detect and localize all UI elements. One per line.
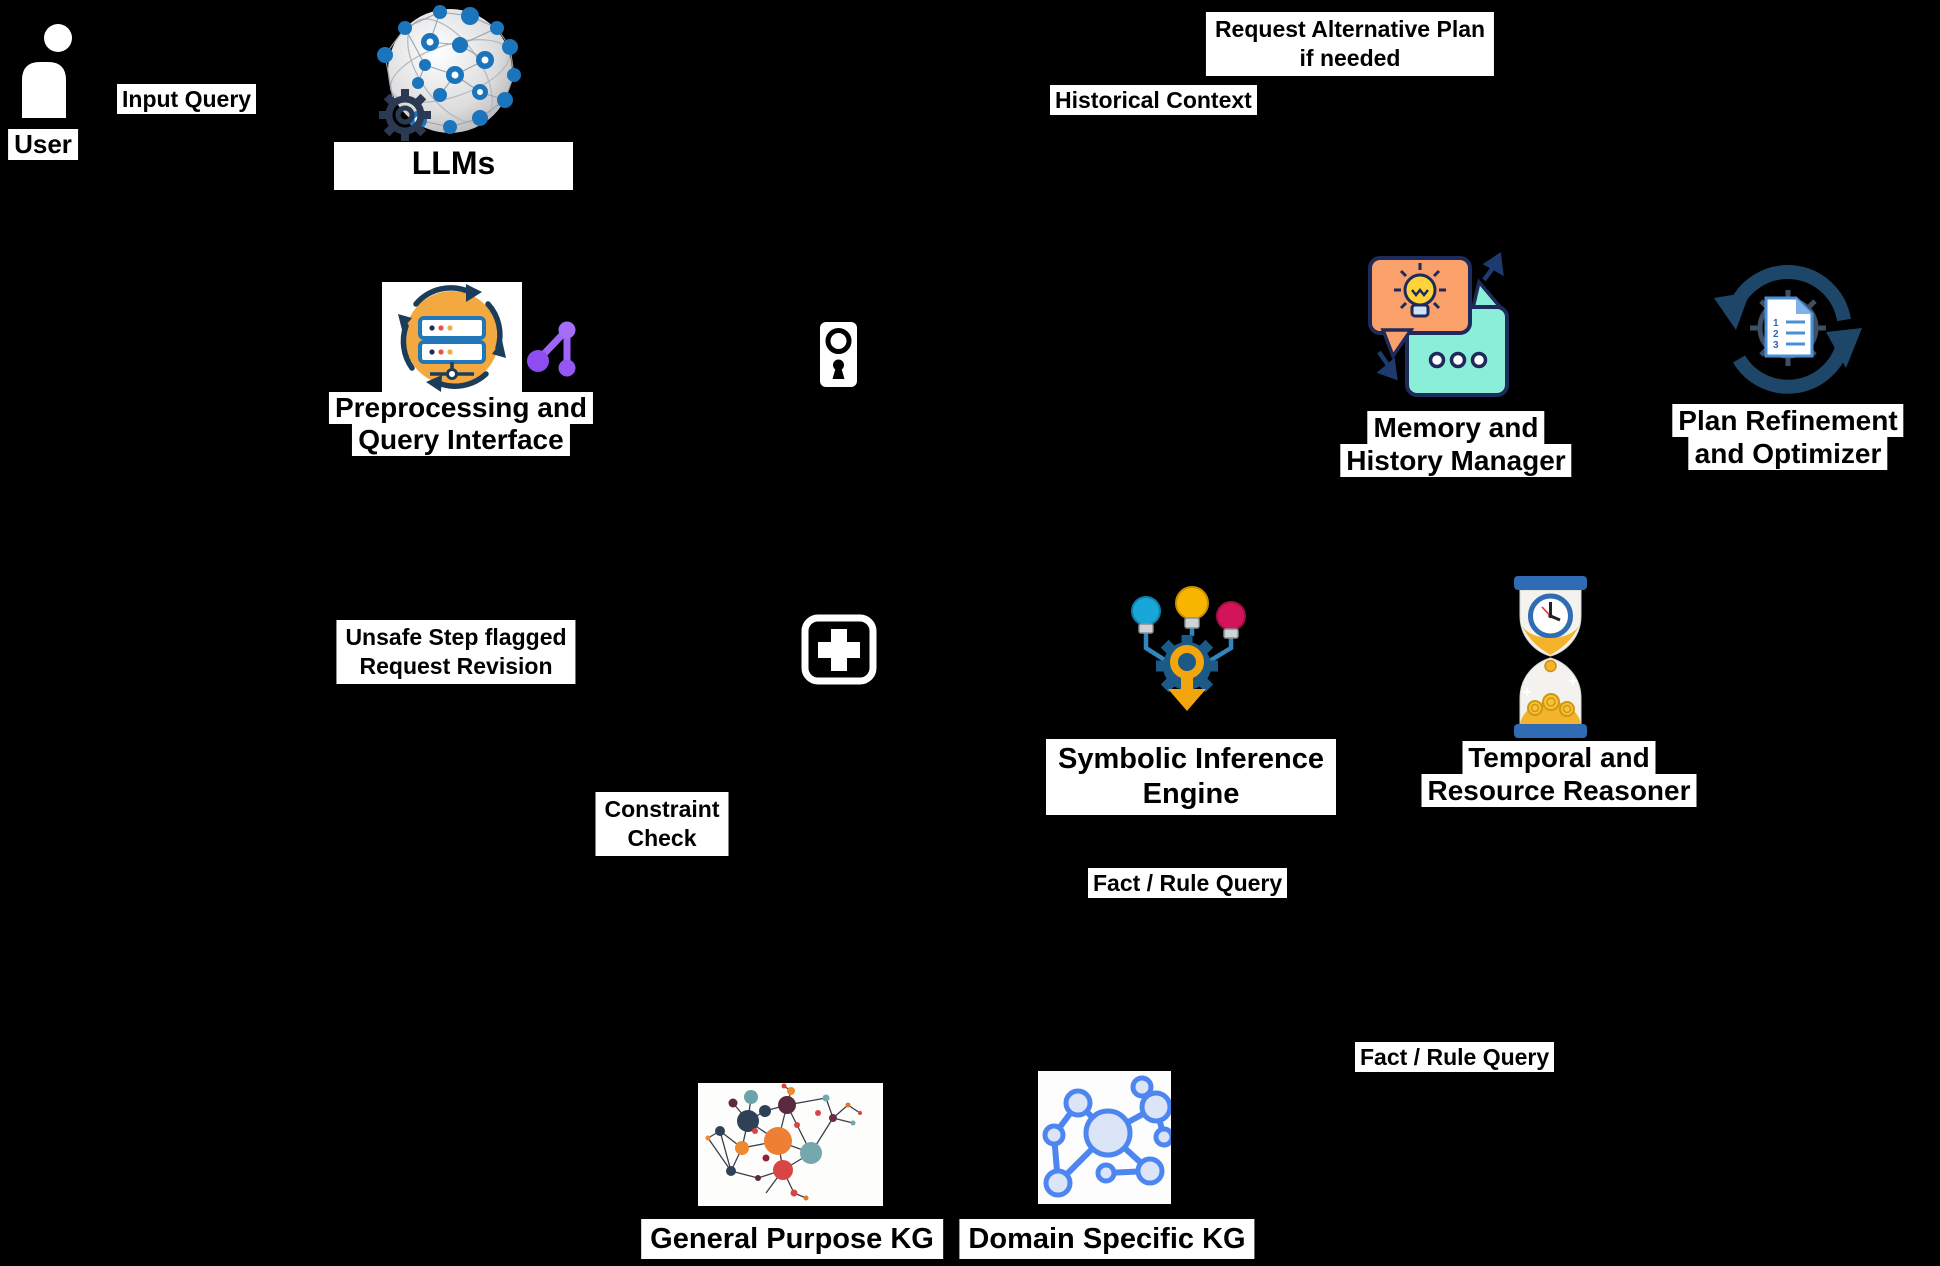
edge-label-fact-rule-query-left: Fact / Rule Query <box>1088 868 1288 899</box>
temporal-label-line2: Resource Reasoner <box>1421 774 1697 807</box>
constraint-check-line1: Constraint <box>604 796 720 822</box>
symbolic-label-line2: Engine <box>1142 778 1240 810</box>
constraint-check-line2: Check <box>627 825 697 851</box>
plan-label-line2: and Optimizer <box>1688 437 1888 470</box>
general-kg-icon <box>698 1083 883 1206</box>
temporal-label-line1: Temporal and <box>1462 741 1656 774</box>
edge-label-unsafe-step: Unsafe Step flagged Request Revision <box>336 620 576 684</box>
request-alternative-line2: if needed <box>1299 45 1401 71</box>
user-icon <box>15 18 73 118</box>
plan-doc-number-2: 2 <box>1773 329 1779 340</box>
temporal-node-label: Temporal and Resource Reasoner <box>1421 741 1697 807</box>
memory-node-label: Memory and History Manager <box>1340 411 1572 477</box>
llms-node-label: LLMs <box>334 142 573 190</box>
general-kg-label-text: General Purpose KG <box>650 1223 934 1255</box>
domain-kg-label-text: Domain Specific KG <box>968 1223 1246 1255</box>
request-alternative-line1: Request Alternative Plan <box>1214 16 1486 42</box>
plan-doc-number-3: 3 <box>1773 340 1779 351</box>
preprocessing-label-line2: Query Interface <box>352 424 570 456</box>
memory-label-line1: Memory and <box>1367 411 1545 444</box>
llms-label-text: LLMs <box>411 145 496 181</box>
first-aid-cross-icon <box>801 614 877 686</box>
temporal-reasoner-icon <box>1513 576 1588 738</box>
edge-label-input-query: Input Query <box>117 84 257 115</box>
git-branch-icon <box>526 320 580 380</box>
unsafe-step-line1: Unsafe Step flagged <box>345 624 567 650</box>
symbolic-label-line1: Symbolic Inference <box>1058 743 1324 775</box>
plan-refinement-icon: 1 2 3 <box>1700 252 1880 404</box>
llms-icon <box>365 5 525 145</box>
edge-label-request-alternative: Request Alternative Plan if needed <box>1205 12 1495 76</box>
user-label-text: User <box>8 129 78 160</box>
preprocessing-node-label: Preprocessing and Query Interface <box>328 392 594 456</box>
memory-label-line2: History Manager <box>1340 444 1572 477</box>
unsafe-step-line2: Request Revision <box>359 653 553 679</box>
edge-label-constraint-check: Constraint Check <box>595 792 729 856</box>
plan-refinement-node-label: Plan Refinement and Optimizer <box>1672 404 1904 470</box>
preprocessing-label-line1: Preprocessing and <box>328 392 594 424</box>
domain-kg-icon <box>1038 1071 1171 1204</box>
edge-label-historical-context: Historical Context <box>1050 85 1257 116</box>
general-kg-node-label: General Purpose KG <box>641 1219 943 1259</box>
memory-history-icon <box>1337 250 1512 410</box>
preprocessing-icon <box>382 282 522 393</box>
symbolic-node-label: Symbolic Inference Engine <box>1046 739 1336 815</box>
user-node-label: User <box>8 129 78 160</box>
symbolic-engine-icon <box>1110 578 1262 720</box>
plan-label-line1: Plan Refinement <box>1672 404 1904 437</box>
plan-doc-number-1: 1 <box>1773 318 1779 329</box>
edge-label-fact-rule-query-right: Fact / Rule Query <box>1355 1042 1555 1073</box>
keyhole-lock-icon <box>820 322 857 387</box>
domain-kg-node-label: Domain Specific KG <box>959 1219 1255 1259</box>
